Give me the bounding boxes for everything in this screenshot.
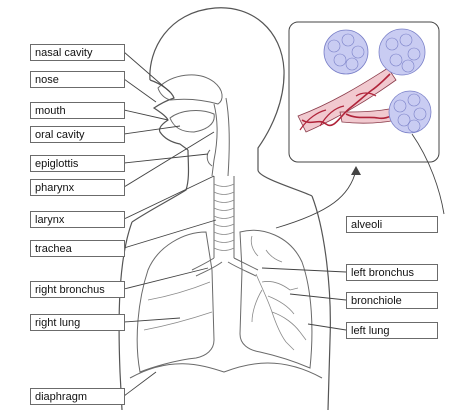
label-larynx: larynx [30,211,125,228]
label-oral-cavity: oral cavity [30,126,125,143]
label-nasal-cavity: nasal cavity [30,44,125,61]
face-profile [149,79,189,151]
alveoli-cluster-1 [323,29,369,75]
pharynx-tube [211,97,230,177]
label-nose: nose [30,71,125,88]
label-pharynx: pharynx [30,179,125,196]
epiglottis-shape [206,149,213,167]
label-alveoli: alveoli [346,216,438,233]
label-bronchiole: bronchiole [346,292,438,309]
label-right-lung: right lung [30,314,125,331]
leader-lines [123,51,347,397]
nasal-cavity-shape [157,74,223,105]
left-lung-outline [239,229,313,369]
bronchial-tree [250,235,307,351]
left-main-bronchus [227,257,259,277]
right-lung-outline [136,231,215,373]
oral-cavity-shape [169,110,215,133]
trachea-outline [213,176,235,258]
inset-arrow-head [351,166,361,175]
alveoli-cluster-3 [388,90,432,134]
label-mouth: mouth [30,102,125,119]
label-left-bronchus: left bronchus [346,264,438,281]
right-main-bronchus [191,257,223,277]
inset-arrow-curve [275,169,357,229]
torso-right [311,195,331,411]
head-outline [149,7,285,170]
right-lung-fissure-1 [147,281,211,301]
label-diaphragm: diaphragm [30,388,125,405]
neck-back [257,169,313,197]
neck-front [131,149,190,223]
diaphragm-shape [129,362,323,379]
label-trachea: trachea [30,240,125,257]
label-left-lung: left lung [346,322,438,339]
right-lung-fissure-2 [143,311,213,331]
trachea-rings [213,183,235,251]
label-right-bronchus: right bronchus [30,281,125,298]
label-epiglottis: epiglottis [30,155,125,172]
inset-pointer-line [411,133,445,215]
alveoli-cluster-2 [378,28,426,76]
